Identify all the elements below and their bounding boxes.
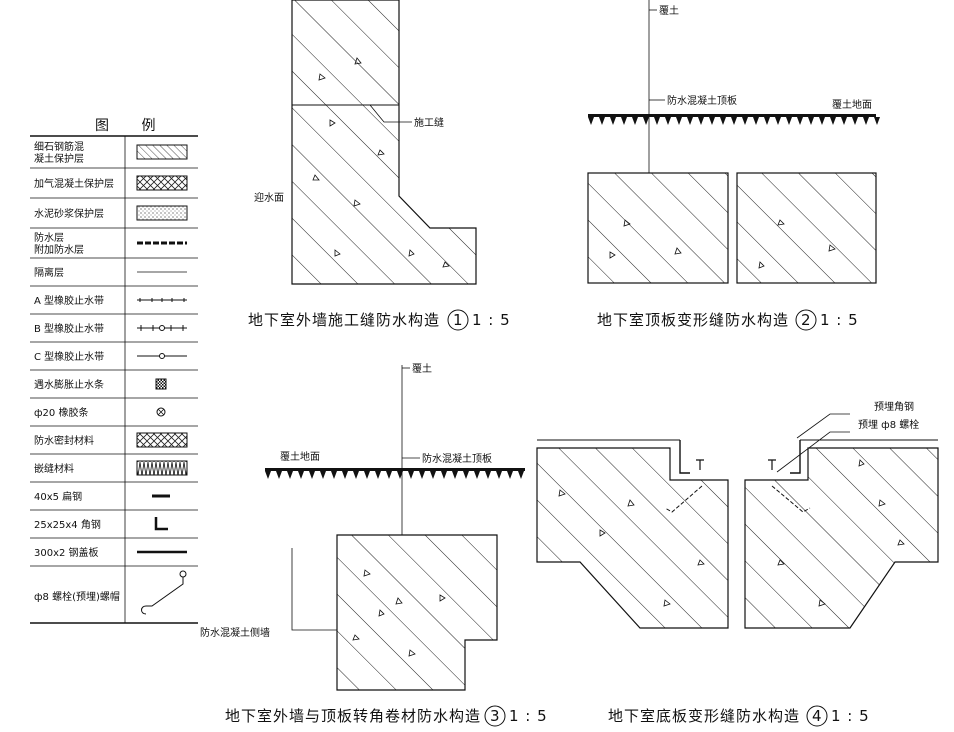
legend-row: ф8 螺栓(预埋)螺帽 [34,570,187,615]
caption-4-text: 地下室底板变形缝防水构造 [608,707,800,725]
legend-row: A 型橡胶止水带 [34,294,187,307]
caption-3: 地下室外墙与顶板转角卷材防水构造 3 1 : 5 [225,705,548,727]
slab-right [736,172,877,284]
legend-title: 图 例 [95,118,169,134]
flat-steel-icon [152,494,170,498]
legend-label: 300x2 钢盖板 [34,546,99,559]
aggregate-marks [312,57,450,268]
label-roof-slab-2: 防水混凝土顶板 [667,94,737,107]
label-angle-4: 预埋角钢 [874,400,914,413]
label-water-face: 迎水面 [254,192,284,204]
caption-2: 地下室顶板变形缝防水构造 2 1 : 5 [597,309,859,331]
legend-label: 水泥砂浆保护层 [34,207,104,220]
slab-left [587,172,729,284]
wall-section [291,0,477,285]
caption-4: 地下室底板变形缝防水构造 4 1 : 5 [608,705,870,727]
corner-section [336,534,498,691]
caulk-icon [136,460,188,476]
legend-label: 附加防水层 [34,243,84,256]
legend-label: 25x25x4 角钢 [34,518,101,531]
legend-row: 加气混凝土保护层 [34,175,188,191]
anchor-bolt-icon [141,570,187,615]
detail-3: 覆土 覆土地面 防水混凝土顶板 防水混凝土侧墙 [200,362,525,691]
joint-leader [369,104,412,123]
legend-label: B 型橡胶止水带 [34,322,104,335]
soil-band [265,468,525,479]
caption-1-number: 1 [453,311,464,329]
legend-label: 细石钢筋混 [34,140,84,153]
waterstop-c-icon [137,353,187,359]
legend-label: 嵌缝材料 [34,462,74,475]
caption-4-scale: 1 : 5 [831,707,870,725]
legend-label: C 型橡胶止水带 [34,350,104,363]
caption-3-text: 地下室外墙与顶板转角卷材防水构造 [225,707,481,725]
legend-row: 嵌缝材料 [34,460,188,476]
caption-1: 地下室外墙施工缝防水构造 1 1 : 5 [248,309,511,331]
caption-4-number: 4 [812,707,823,725]
waterstop-a-icon [137,298,187,302]
detail-4: 预埋角钢 预埋 ф8 螺栓 [536,400,939,629]
caption-2-scale: 1 : 5 [820,311,859,329]
legend-row: 水泥砂浆保护层 [34,205,188,221]
legend-label: 隔离层 [34,266,64,279]
caption-3-number: 3 [490,707,501,725]
caption-2-text: 地下室顶板变形缝防水构造 [597,311,789,329]
swell-strip-icon [155,378,167,390]
legend-row: ф20 橡胶条 [34,406,166,419]
caption-1-text: 地下室外墙施工缝防水构造 [248,311,440,329]
soil-band [588,114,880,125]
legend-row: 300x2 钢盖板 [34,546,187,559]
base-slab-right [744,447,939,629]
caption-2-number: 2 [801,311,812,329]
legend-label: 加气混凝土保护层 [34,177,114,190]
label-ground-2: 覆土地面 [832,98,872,111]
hatch-cross-icon [136,175,188,191]
legend-label: 防水层 [34,231,64,244]
label-soil-3: 覆土 [412,362,432,375]
label-soil-2: 覆土 [659,4,679,17]
legend-label: 防水密封材料 [34,434,94,447]
legend-row: 40x5 扁钢 [34,490,170,503]
hatch-diagonal-icon [136,144,188,160]
caption-1-scale: 1 : 5 [472,311,511,329]
legend-label: 遇水膨胀止水条 [34,378,104,391]
base-slab-left [536,447,729,629]
angle-steel-icon [154,517,168,531]
caption-3-scale: 1 : 5 [509,707,548,725]
detail-1: 施工缝 迎水面 [254,0,477,285]
rubber-rod-icon [156,407,166,417]
sealant-icon [136,432,188,448]
legend-label: 凝土保护层 [34,152,84,165]
embedded-bolts [696,459,776,470]
waterstop-b-icon [137,325,187,331]
legend: 图 例 细石钢筋混凝土保护层加气混凝土保护层水泥砂浆保护层防水层附加防水层隔离层… [30,118,198,624]
legend-row: 防水密封材料 [34,432,188,448]
legend-label: 40x5 扁钢 [34,490,82,503]
legend-row: 25x25x4 角钢 [34,517,168,531]
legend-row: 遇水膨胀止水条 [34,378,167,391]
stipple-icon [136,205,188,221]
legend-row: 隔离层 [34,266,187,279]
label-ground-3: 覆土地面 [280,450,320,463]
label-bolt-4: 预埋 ф8 螺栓 [858,418,919,431]
legend-label: ф20 橡胶条 [34,406,88,419]
label-roof-slab-3: 防水混凝土顶板 [422,452,492,465]
legend-label: A 型橡胶止水带 [34,294,104,307]
detail-2: 覆土 防水混凝土顶板 覆土地面 [587,0,880,284]
legend-row: B 型橡胶止水带 [34,322,187,335]
label-side-wall-3: 防水混凝土侧墙 [200,626,270,639]
legend-row: C 型橡胶止水带 [34,350,187,363]
legend-label: ф8 螺栓(预埋)螺帽 [34,590,120,603]
label-construction-joint: 施工缝 [414,116,444,129]
